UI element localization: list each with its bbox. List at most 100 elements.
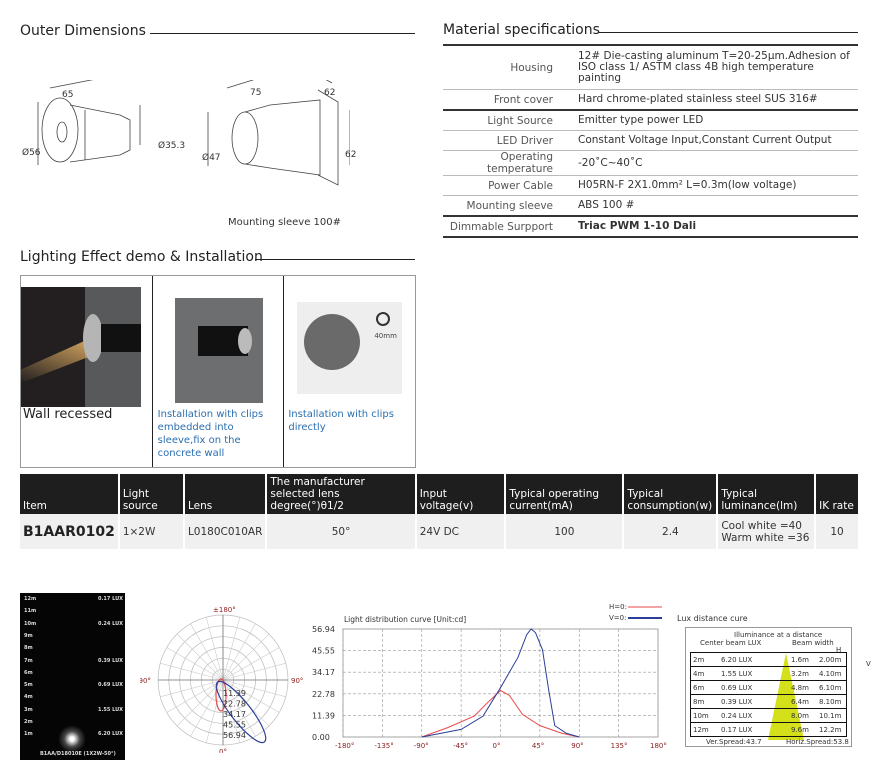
cell-value: Cool white =40 (721, 519, 802, 532)
spec-value: ABS 100 # (578, 199, 635, 211)
x-tick-label: 0° (493, 742, 501, 750)
x-tick-label: -90° (414, 742, 429, 750)
cell-value: 50° (331, 525, 351, 538)
table-cell: 10 (815, 514, 860, 549)
chart-title: Light distribution curve [Unit:cd] (344, 615, 466, 624)
y-tick-label: 34.17 (312, 668, 335, 677)
cell-value: 1×2W (122, 525, 156, 538)
sleeve-caption: Mounting sleeve 100# (228, 217, 341, 228)
spec-row: Operating temperature-20˚C~40˚C (443, 150, 858, 175)
series-line-h (421, 689, 580, 738)
distance: 12m (693, 725, 709, 734)
column-header: Input voltage(v) (415, 474, 507, 514)
distance-label: 3m (24, 706, 33, 713)
polar-spoke (205, 679, 224, 743)
beam-v: 12.2m (819, 725, 842, 734)
polar-spoke (222, 633, 270, 681)
polar-spoke (222, 679, 280, 713)
lux-distance-table: Illuminance at a distance Center beam LU… (685, 627, 852, 747)
distance-label: 10m (24, 620, 37, 627)
installation-photos: Wall recessed Installation with clips em… (20, 275, 416, 468)
spec-value: 12# Die-casting aluminum T=20-25μm.Adhes… (578, 50, 850, 84)
spec-value: -20˚C~40˚C (578, 156, 643, 169)
polar-spoke (222, 617, 241, 681)
distance-label: 8m (24, 645, 33, 652)
beam-v: 4.10m (819, 669, 842, 678)
x-tick-label: 90° (571, 742, 583, 750)
col-beam-width: Beam width (792, 639, 834, 647)
dim-diameter: Ø56 (22, 148, 41, 158)
cell-value: B1AAR0102 (23, 523, 115, 540)
spec-value: Constant Voltage Input,Constant Current … (578, 134, 832, 146)
spec-value: Hard chrome-plated stainless steel SUS 3… (578, 93, 818, 105)
table-cell: L0180C010AR (183, 514, 268, 549)
table-cell: 24V DC (415, 514, 507, 549)
y-tick-label: 45.55 (312, 647, 335, 656)
series-line-v (421, 628, 580, 738)
sleeve-flange-width: 62 (324, 88, 336, 98)
distance-label: 9m (24, 632, 33, 639)
polar-spoke (166, 679, 224, 713)
center-lux: 0.69 LUX (721, 683, 753, 692)
beam-h: 1.6m (791, 655, 809, 664)
divider (150, 33, 415, 34)
ver-spread: Ver.Spread:43.7 (706, 738, 762, 746)
distance-label: 12m (24, 596, 37, 602)
material-title: Material specifications (443, 22, 600, 38)
y-tick-label: 11.39 (312, 711, 335, 720)
cell-value: 100 (554, 525, 575, 538)
lux-subtitle: Illuminance at a distance (734, 631, 823, 639)
distance-label: 4m (24, 694, 33, 701)
lux-label: 0.69 LUX (98, 682, 123, 689)
distance-label: 7m (24, 657, 33, 664)
dim-length: 65 (62, 90, 74, 100)
column-header: Lens (183, 474, 268, 514)
polar-angle-label: -90° (140, 677, 151, 685)
column-header: The manufacturer selected lens degree(°)… (266, 474, 417, 514)
sleeve-length: 75 (250, 88, 262, 98)
hole-size-badge: 40mm (374, 332, 397, 340)
polar-spoke (190, 679, 224, 737)
photo-clips-sleeve: Installation with clips embedded into sl… (153, 276, 285, 467)
table-cell: B1AAR0102 (20, 514, 120, 549)
outer-dimensions-title: Outer Dimensions (20, 23, 146, 39)
cell-value-warm: Warm white =36 (721, 531, 810, 544)
column-header: Typical consumption(w) (623, 474, 719, 514)
polar-ring-label: 45.55 (223, 721, 246, 730)
polar-spoke (160, 679, 224, 698)
column-header: Typical operating current(mA) (505, 474, 625, 514)
distance: 10m (693, 711, 709, 720)
diameter-icon (376, 312, 391, 326)
spec-label: Light Source (487, 114, 553, 127)
distance: 6m (693, 683, 705, 692)
polar-spoke (222, 647, 280, 681)
spec-label: Power Cable (488, 179, 553, 192)
y-tick-label: 0.00 (312, 733, 330, 742)
polar-ring-label: 34.17 (223, 710, 246, 719)
polar-angle-label: ±180° (213, 606, 236, 614)
lux-label: 6.20 LUX (98, 731, 123, 738)
sleeve-diameter: Ø47 (202, 153, 221, 163)
beam-h: 9.6m (791, 725, 809, 734)
polar-spoke (205, 617, 224, 681)
col-center-beam: Center beam LUX (700, 639, 762, 647)
table-cell: 100 (505, 514, 625, 549)
table-cell: 1×2W (118, 514, 185, 549)
col-h: H (836, 646, 842, 654)
distance: 4m (693, 669, 705, 678)
polar-angle-label: 90° (291, 677, 303, 685)
spec-label: Mounting sleeve (466, 199, 553, 212)
center-lux: 0.39 LUX (721, 697, 753, 706)
cell-value: 10 (830, 525, 844, 538)
column-header: Typical luminance(lm) (717, 474, 817, 514)
